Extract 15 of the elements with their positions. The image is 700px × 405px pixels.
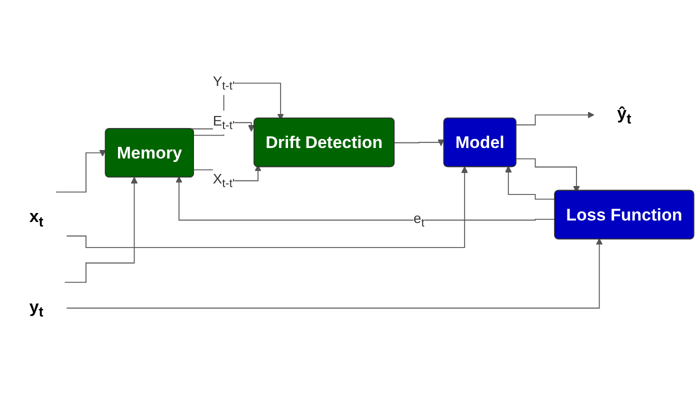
node-text: ŷ$_{t}$ bbox=[617, 104, 632, 126]
arrow bbox=[504, 166, 556, 200]
arrow bbox=[56, 150, 106, 192]
node-text: x$_{t}$ bbox=[29, 206, 44, 230]
arrow bbox=[66, 166, 468, 248]
edge-label: E$_{t-t'}$ bbox=[212, 112, 235, 132]
edge-label: X$_{t-t'}$ bbox=[212, 170, 235, 190]
edge-label: Y$_{t-t'}$ bbox=[212, 73, 235, 92]
arrow bbox=[394, 139, 444, 146]
arrow bbox=[66, 238, 603, 309]
arrow bbox=[516, 111, 594, 126]
arrow bbox=[64, 176, 138, 283]
arrow bbox=[176, 176, 556, 221]
edge-label: e$_{t}$ bbox=[413, 210, 424, 230]
node-text: y$_{t}$ bbox=[29, 296, 44, 320]
